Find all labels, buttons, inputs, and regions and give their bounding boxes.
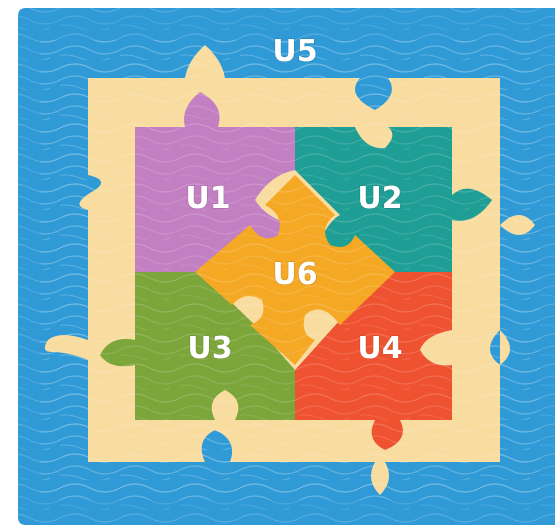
label-u5: U5 bbox=[272, 34, 317, 69]
label-u1: U1 bbox=[185, 181, 230, 216]
label-u4: U4 bbox=[357, 331, 402, 366]
label-u6: U6 bbox=[272, 257, 317, 292]
label-u2: U2 bbox=[357, 181, 402, 216]
label-u3: U3 bbox=[187, 331, 232, 366]
